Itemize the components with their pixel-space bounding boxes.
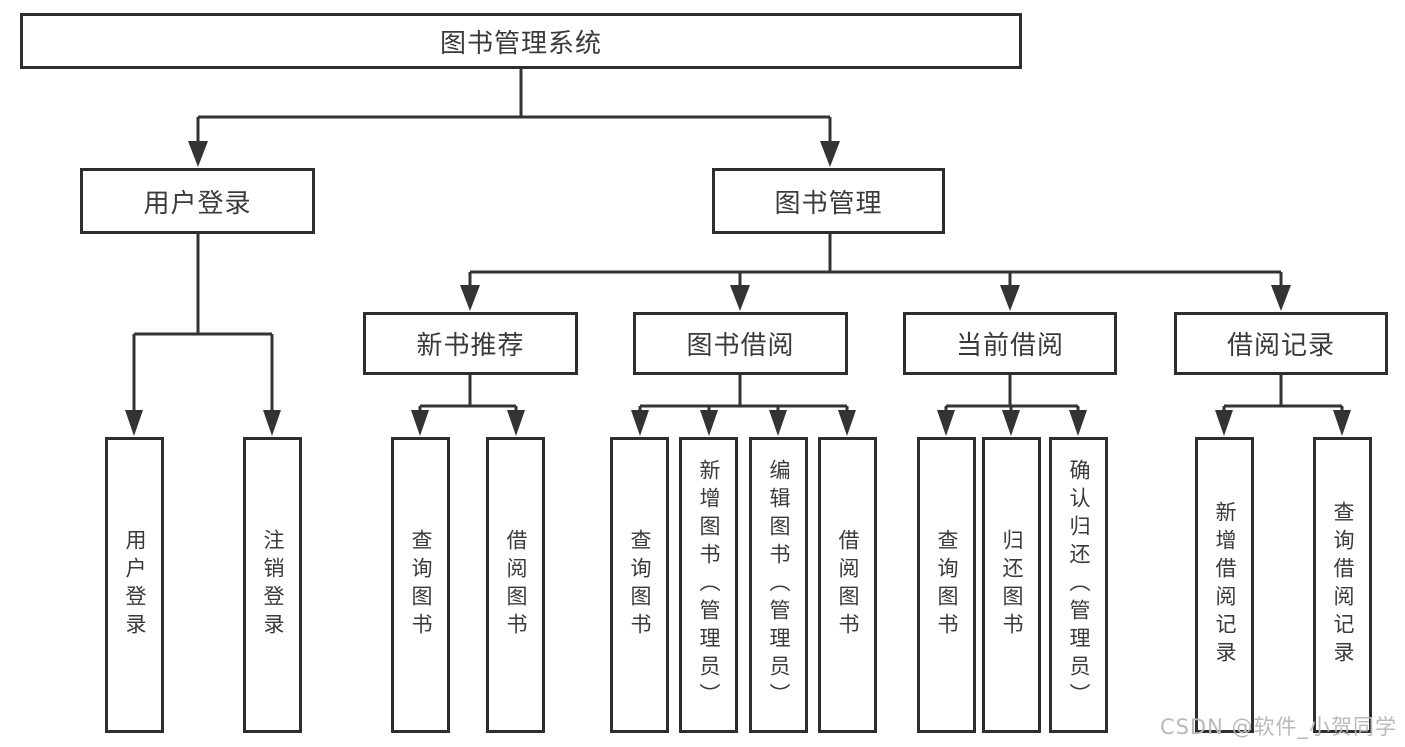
arrow-head [1271,285,1291,311]
node-add-borrow-record: 新增借阅记录 [1195,437,1254,733]
node-borrow-books-borrowing: 借阅图书 [818,437,877,733]
node-logout-action: 注销登录 [243,437,302,733]
node-label: 注销登录 [261,529,285,641]
node-search-borrow-record: 查询借阅记录 [1313,437,1372,733]
arrow-head [769,410,787,436]
arrow-head [460,285,480,311]
node-confirm-return-admin: 确认归还（管理员） [1049,437,1108,733]
arrow-head [507,410,525,436]
node-current-borrowing: 当前借阅 [903,312,1117,375]
node-label: 新书推荐 [416,331,525,361]
node-user-login-action: 用户登录 [105,437,164,733]
node-label: 图书管理 [774,188,883,219]
node-library-management-system: 图书管理系统 [20,13,1022,69]
arrow-head [937,410,955,436]
arrow-head [700,410,718,436]
arrow-head [631,410,649,436]
node-book-borrowing: 图书借阅 [633,312,848,375]
node-label: 新增借阅记录 [1213,501,1237,669]
node-user-login: 用户登录 [80,168,315,234]
node-search-books-recommend: 查询图书 [391,437,450,733]
node-label: 用户登录 [123,529,147,641]
arrow-head [125,410,143,436]
node-return-books: 归还图书 [982,437,1041,733]
node-borrow-books-recommend: 借阅图书 [486,437,545,733]
node-borrowing-records: 借阅记录 [1174,312,1388,375]
arrow-head [1069,410,1087,436]
arrow-head [1000,285,1020,311]
node-label: 借阅图书 [836,529,860,641]
node-label: 查询图书 [628,529,652,641]
node-new-book-recommendation: 新书推荐 [363,312,578,375]
node-label: 图书管理系统 [439,28,602,59]
node-search-books-borrowing: 查询图书 [610,437,669,733]
node-label: 用户登录 [143,188,252,219]
node-edit-books-admin: 编辑图书（管理员） [749,437,808,733]
node-label: 查询借阅记录 [1331,501,1355,669]
arrow-head [820,141,840,167]
node-label: 当前借阅 [955,331,1064,361]
arrow-head [838,410,856,436]
node-add-books-admin: 新增图书（管理员） [679,437,738,733]
arrow-head [263,410,281,436]
node-label: 图书借阅 [686,331,795,361]
node-label: 归还图书 [1000,529,1024,641]
node-book-management: 图书管理 [712,168,945,234]
arrow-head [1002,410,1020,436]
node-label: 确认归还（管理员） [1067,459,1091,711]
node-label: 查询图书 [409,529,433,641]
node-label: 借阅图书 [504,529,528,641]
node-search-books-current: 查询图书 [917,437,976,733]
arrow-head [1333,410,1351,436]
node-label: 借阅记录 [1226,331,1335,361]
node-label: 新增图书（管理员） [697,459,721,711]
arrow-head [730,285,750,311]
node-label: 编辑图书（管理员） [767,459,791,711]
arrow-head [411,410,429,436]
node-label: 查询图书 [935,529,959,641]
arrow-head [188,141,208,167]
arrow-head [1215,410,1233,436]
